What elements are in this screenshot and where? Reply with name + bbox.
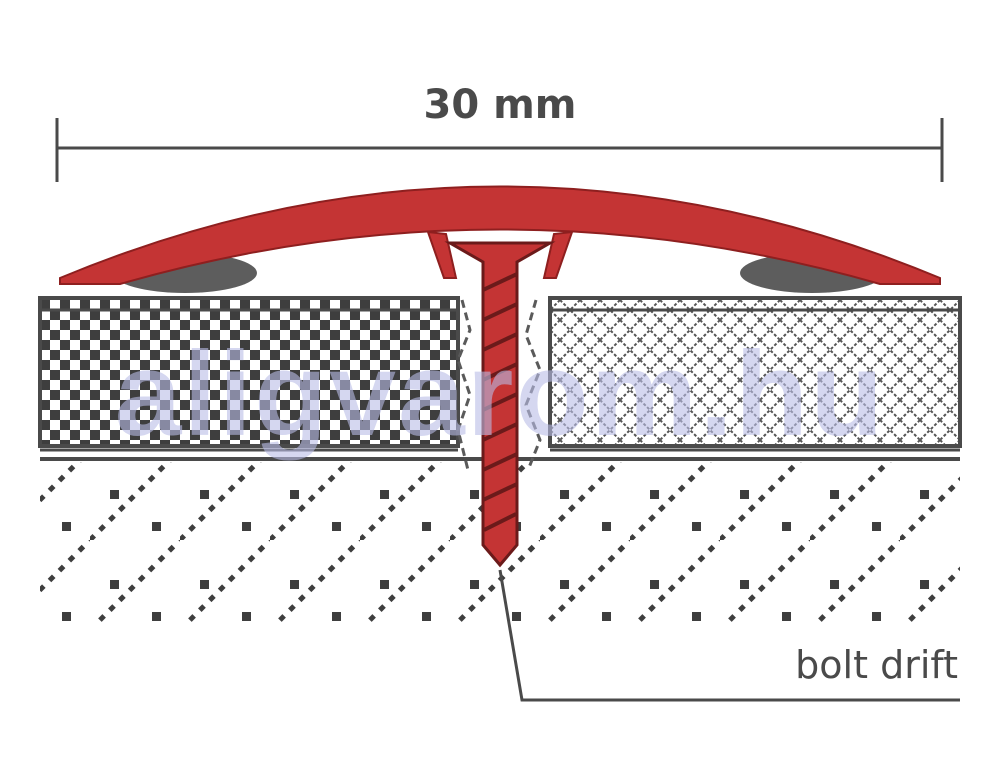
drill-hole-outline <box>456 299 542 471</box>
callout-leader <box>498 569 960 702</box>
left-floor-panel <box>38 296 460 452</box>
screw-icon <box>444 241 556 568</box>
transition-profile <box>59 185 941 285</box>
watermark-text: aligvarom.hu <box>115 327 886 461</box>
dimension-label: 30 mm <box>424 82 577 128</box>
right-floor-panel <box>548 296 962 452</box>
callout-label: bolt drift <box>795 643 958 687</box>
width-dimension <box>55 118 944 182</box>
